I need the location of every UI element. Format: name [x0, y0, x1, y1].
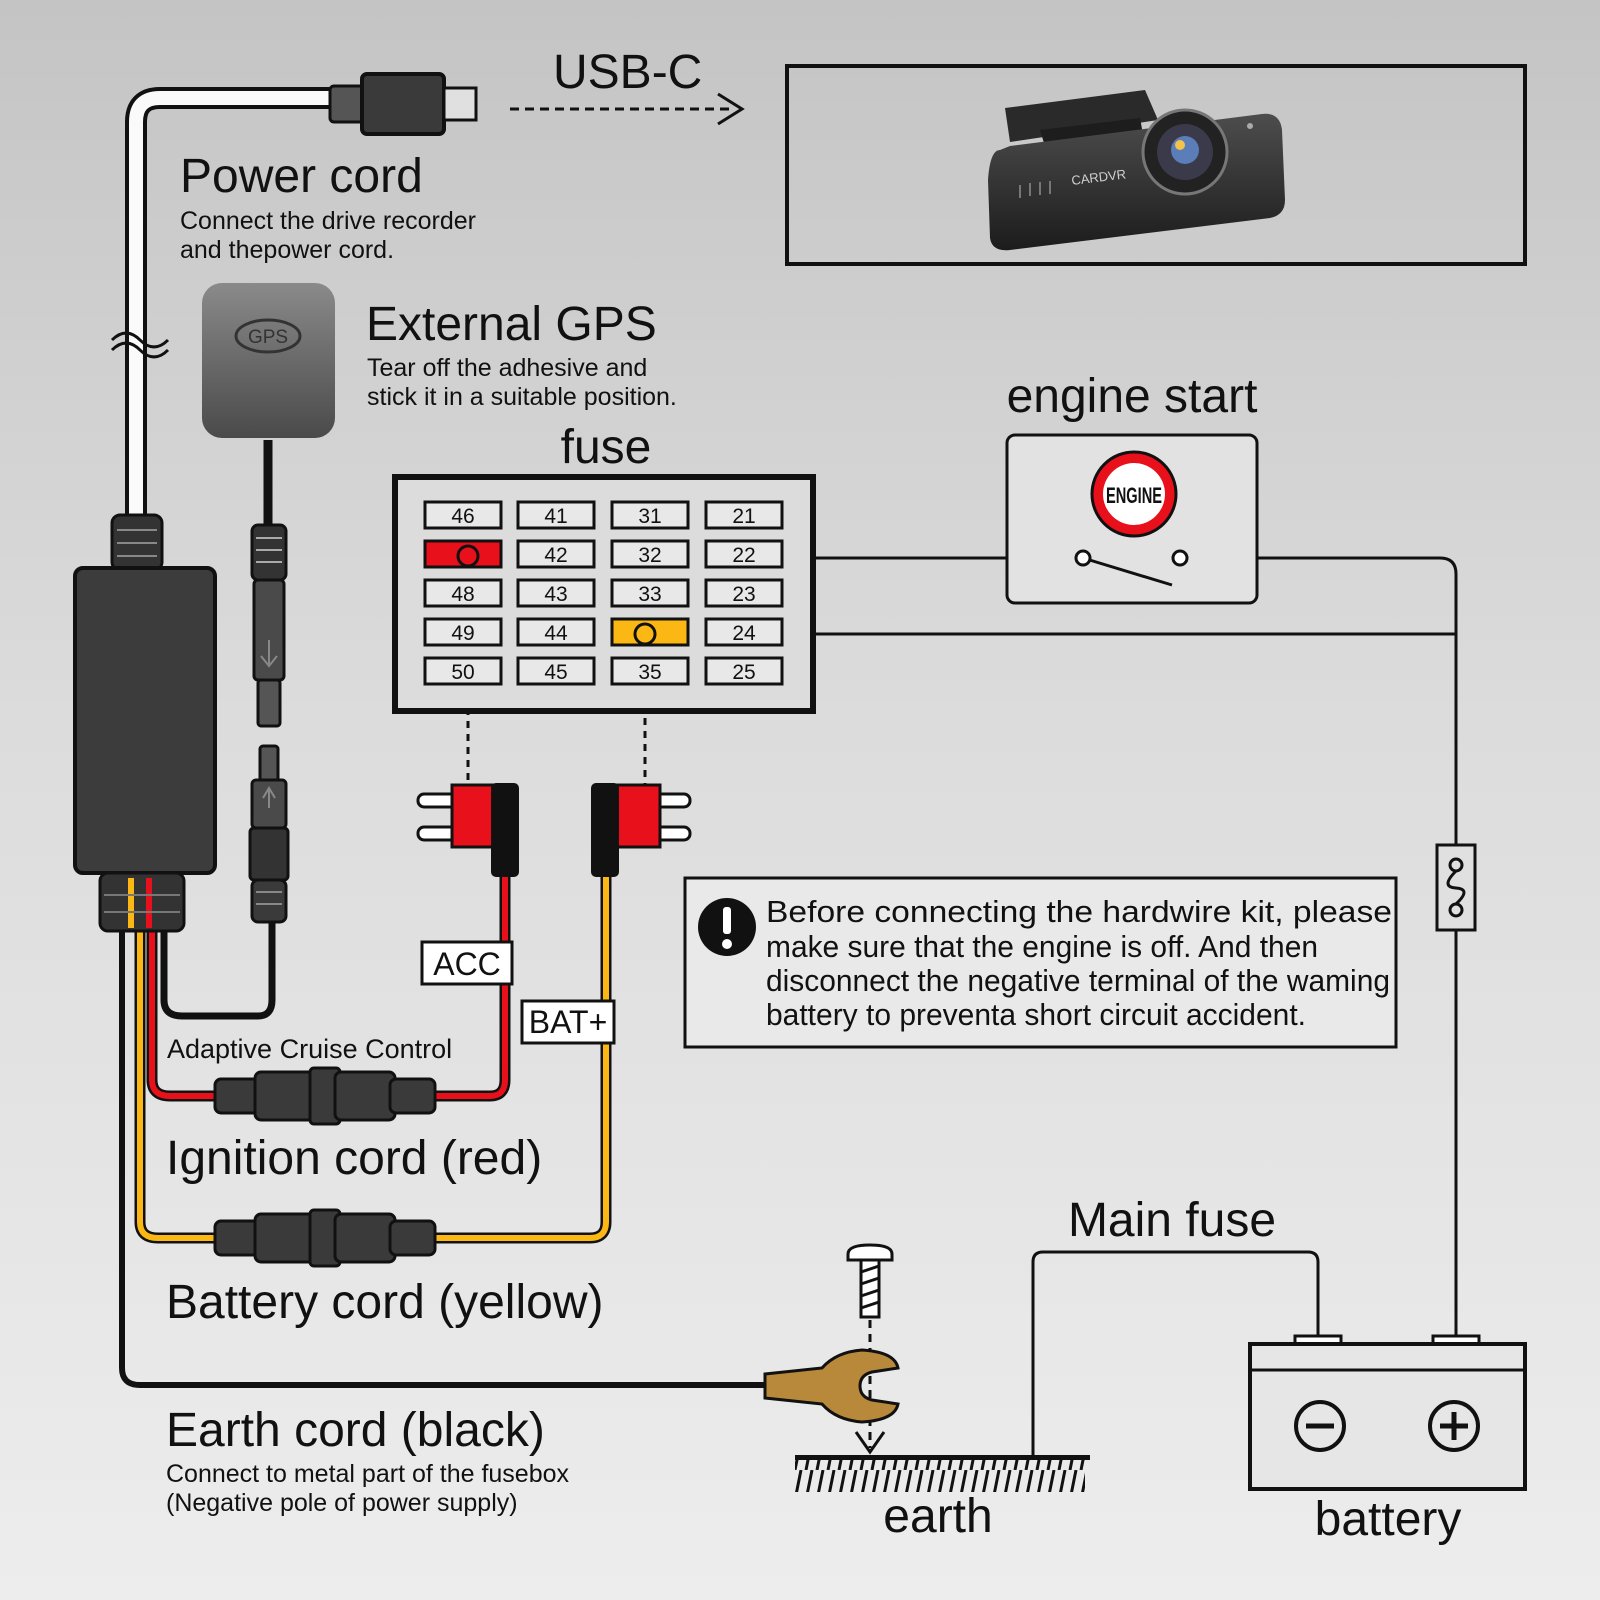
cable-break-symbol	[110, 331, 170, 359]
warning-line-3: disconnect the negative terminal of the …	[766, 963, 1390, 998]
fuse-slot	[423, 500, 503, 530]
usb-c-connector-icon	[328, 72, 478, 136]
fuse-slot-label: 23	[732, 583, 755, 606]
gps-desc-2: stick it in a suitable position.	[367, 383, 677, 411]
ignition-switch-icon	[1074, 549, 1189, 587]
gps-icon-text: GPS	[248, 327, 288, 348]
ground-hatch	[795, 1460, 1085, 1492]
fuse-slot	[516, 617, 596, 647]
converter-box-icon	[73, 513, 217, 933]
minus-icon	[1294, 1400, 1346, 1452]
fuse-slot-label: 49	[451, 622, 474, 645]
fuse-slot	[610, 539, 690, 569]
ground-line	[795, 1455, 1090, 1460]
plus-icon	[1428, 1400, 1480, 1452]
fuse-slot	[423, 617, 503, 647]
fuse-slot	[704, 656, 784, 686]
power-cord-desc-1: Connect the drive recorder	[180, 207, 476, 235]
fuse-slot	[516, 539, 596, 569]
gps-desc-1: Tear off the adhesive and	[367, 354, 647, 382]
power-cord-desc-2: and thepower cord.	[180, 236, 394, 264]
fuse-slot	[516, 578, 596, 608]
arrow-right-icon	[510, 92, 745, 126]
fuse-slot	[704, 539, 784, 569]
exclamation-icon	[698, 898, 756, 956]
fuse-grid: 46 41 31 21 42 32 22 48 43 33 23 49 44 24 50 45 35 25	[423, 500, 784, 686]
fuse-tap-point-icon	[633, 622, 657, 646]
dashcam-frame	[785, 64, 1527, 266]
fuse-title: fuse	[561, 421, 652, 474]
fuse-tap-acc-icon	[416, 783, 519, 877]
fuse-slot	[423, 539, 503, 569]
earth-wire	[119, 920, 765, 1388]
gps-connector-icon	[248, 523, 290, 924]
fuse-slot-label: 48	[451, 583, 474, 606]
fuse-slot-label: 22	[732, 544, 755, 567]
acc-tag: ACC	[420, 940, 514, 986]
gps-loop-wire	[160, 920, 276, 1020]
battery-cord-label: Battery cord (yellow)	[166, 1276, 603, 1329]
fuse-slot-label: 43	[544, 583, 567, 606]
fuse-slot-label: 44	[544, 622, 568, 645]
fuse-slot-label: 41	[544, 505, 567, 528]
gps-title: External GPS	[366, 298, 657, 351]
fuse-tap-point-icon	[456, 544, 480, 568]
power-cord-title: Power cord	[180, 150, 423, 203]
warning-line-2: make sure that the engine is off. And th…	[766, 929, 1318, 964]
main-fuse-label: Main fuse	[1068, 1194, 1276, 1247]
ignition-cord-label: Ignition cord (red)	[166, 1132, 542, 1185]
engine-start-title: engine start	[1007, 370, 1258, 423]
bat-tag-text: BAT+	[529, 1004, 608, 1040]
acc-tag-text: ACC	[433, 946, 501, 982]
fuse-slot-label: 35	[638, 661, 661, 684]
fuse-slot-label: 32	[638, 544, 661, 567]
warning-line-4: battery to preventa short circuit accide…	[766, 997, 1306, 1032]
dashcam-image: CARDVR	[988, 90, 1285, 251]
engine-button-text: ENGINE	[1106, 483, 1162, 508]
fuse-slot-label: 31	[638, 505, 661, 528]
inline-fuse-yellow-icon	[213, 1208, 437, 1268]
fuse-slot-label: 25	[732, 661, 755, 684]
earth-cord-desc-1: Connect to metal part of the fusebox	[166, 1460, 570, 1488]
warning-box	[683, 876, 1398, 1049]
earth-cord-desc-2: (Negative pole of power supply)	[166, 1489, 518, 1517]
gps-module-icon: GPS	[202, 283, 335, 438]
fuse-slot	[704, 500, 784, 530]
fuse-symbol-icon	[1435, 843, 1477, 932]
fuse-slot-label: 21	[732, 505, 755, 528]
fuse-slot	[423, 656, 503, 686]
fuse-slot	[704, 578, 784, 608]
inline-fuse-red-icon	[213, 1066, 437, 1126]
dashcam-brand: CARDVR	[1071, 166, 1127, 188]
engine-start-button[interactable]: ENGINE	[1090, 450, 1178, 538]
bat-tag: BAT+	[520, 999, 616, 1045]
fuse-slot	[516, 500, 596, 530]
fuse-slot-label: 46	[451, 505, 474, 528]
battery-icon	[1248, 1334, 1527, 1491]
fuse-slot-label: 50	[451, 661, 474, 684]
earth-cord-title: Earth cord (black)	[166, 1404, 545, 1457]
adaptive-cruise-label: Adaptive Cruise Control	[167, 1034, 452, 1064]
fuse-slot	[423, 578, 503, 608]
fuse-slot-label: 33	[638, 583, 661, 606]
fuse-slot	[610, 500, 690, 530]
fuse-slot-label: 24	[732, 622, 756, 645]
fuse-slot	[516, 656, 596, 686]
fuse-slot	[610, 656, 690, 686]
usb-c-label: USB-C	[553, 46, 702, 99]
fuse-slot	[610, 617, 690, 647]
power-cable	[125, 87, 335, 530]
fuse-tap-bat-icon	[591, 783, 692, 877]
fuse-slot-label: 45	[544, 661, 567, 684]
fuse-slot	[610, 578, 690, 608]
battery-label: battery	[1315, 1493, 1462, 1546]
earth-label: earth	[883, 1490, 992, 1543]
earth-screw-icon	[846, 1243, 894, 1455]
fuse-slot	[704, 617, 784, 647]
fuse-slot-label: 42	[544, 544, 567, 567]
warning-line-1: Before connecting the hardwire kit, plea…	[766, 894, 1392, 929]
ring-terminal-icon	[763, 1348, 900, 1424]
